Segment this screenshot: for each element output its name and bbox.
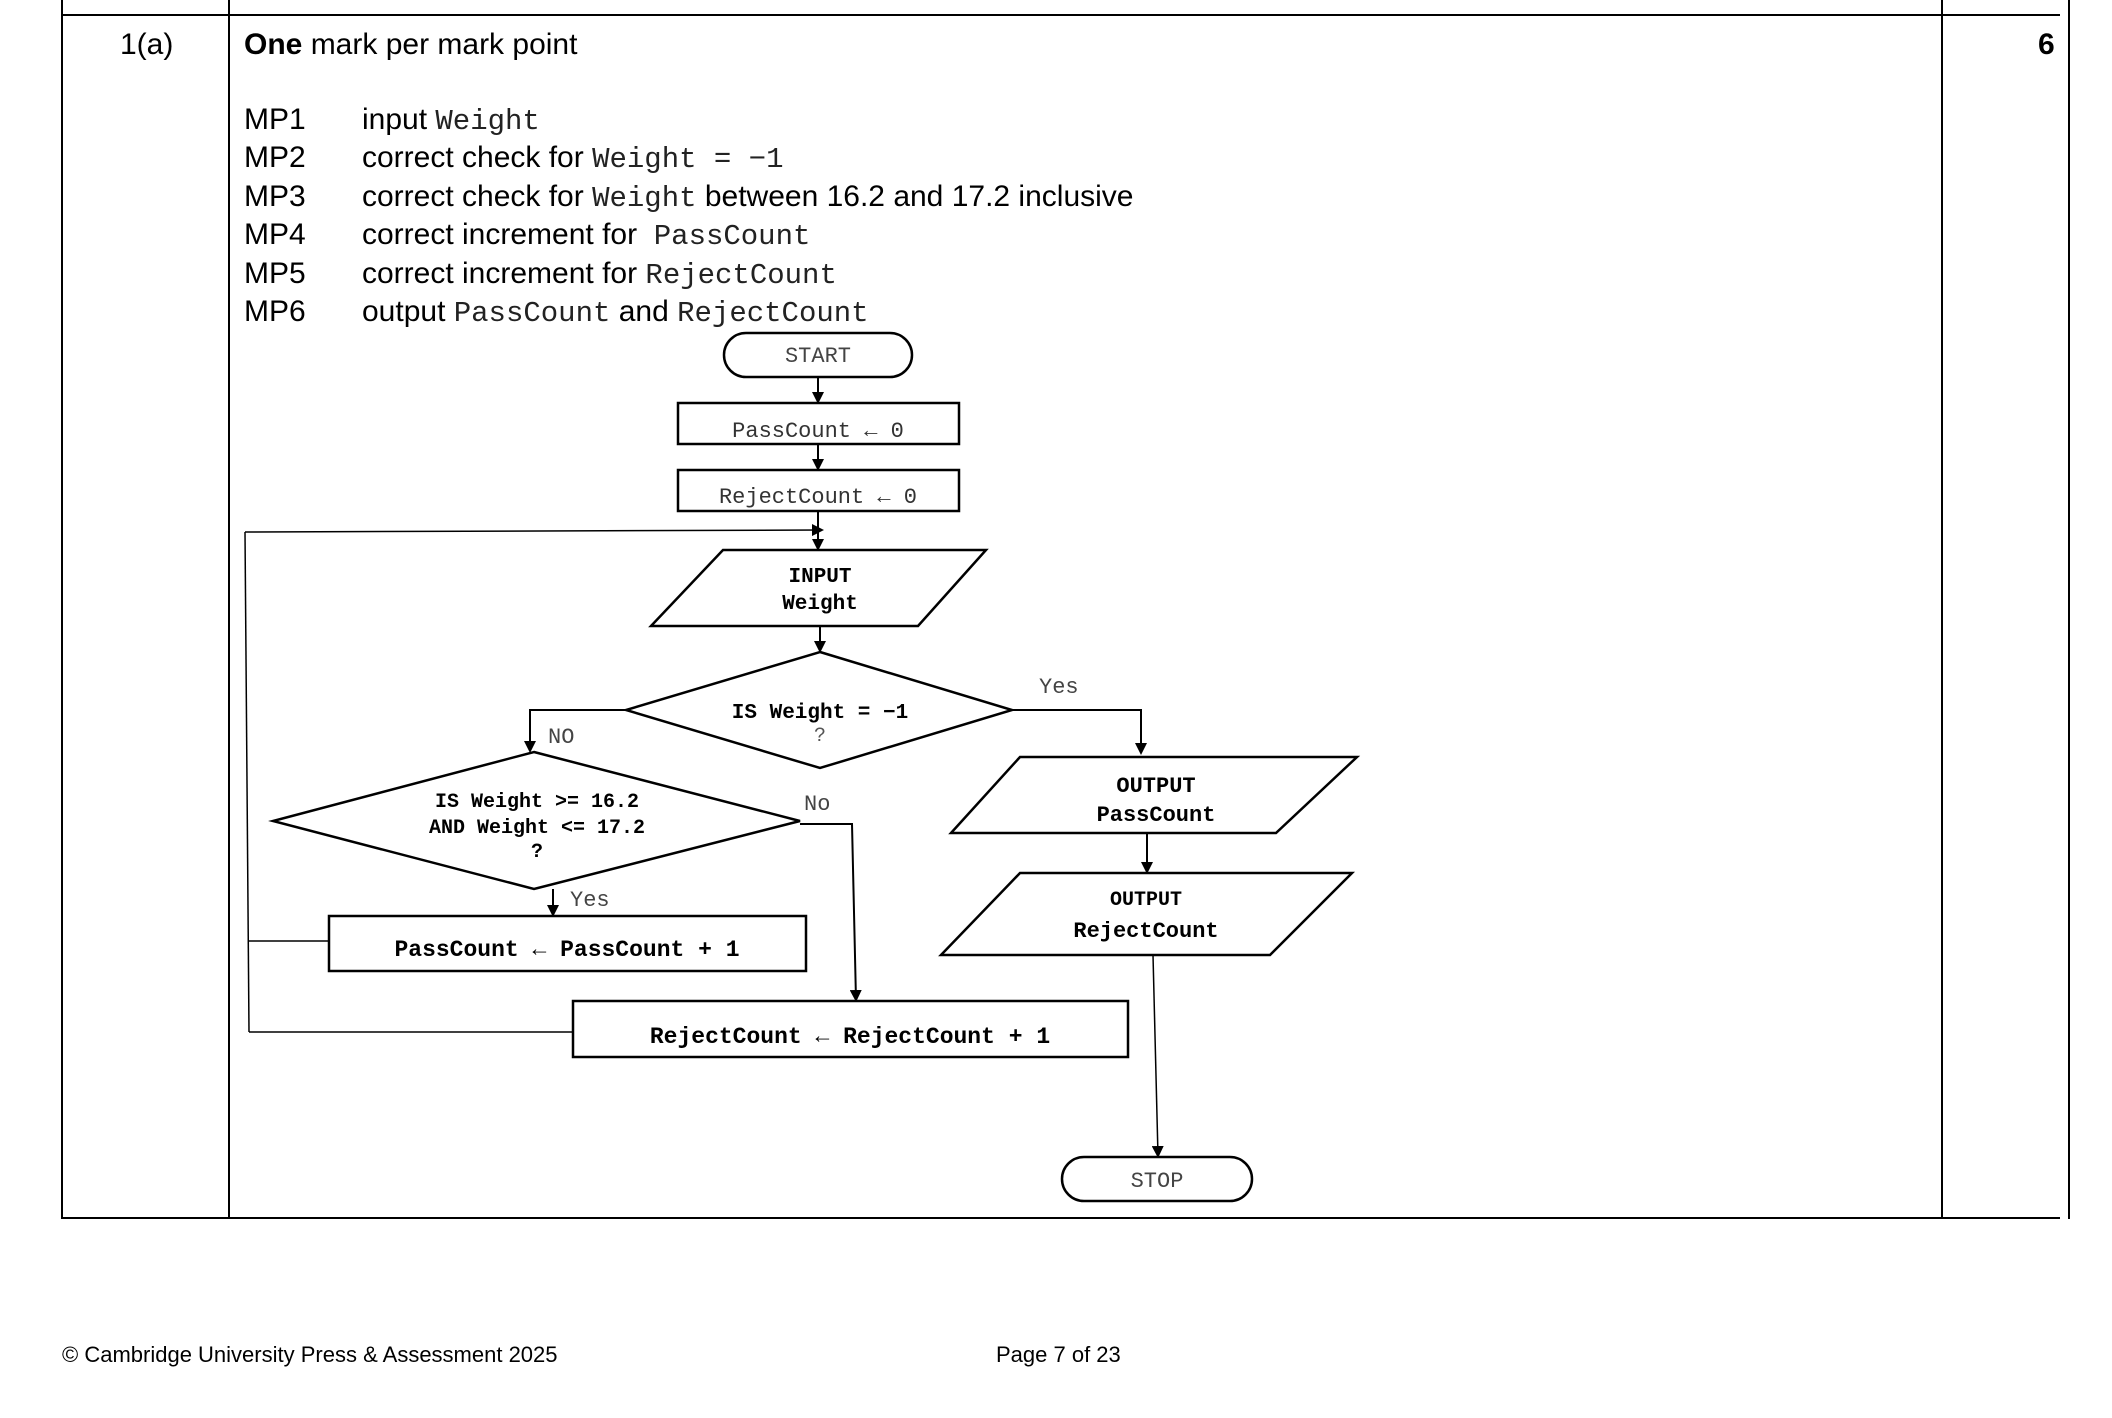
yes-label-1: Yes (1039, 675, 1079, 700)
input-weight-parallelogram (648, 548, 989, 628)
mark-point-label: MP5 (244, 256, 306, 290)
decision2-label-line1: IS Weight >= 16.2 (435, 791, 639, 814)
arrow-decision2-no-to-inc-reject (800, 823, 862, 1002)
init-pass-label: PassCount ← 0 (732, 419, 904, 444)
init-reject-label: RejectCount ← 0 (719, 485, 917, 510)
init-pass-box (676, 401, 961, 446)
intro-rest: mark per mark point (302, 28, 578, 61)
code-term: Weight = −1 (592, 143, 784, 177)
arrow-decision1-no-to-decision2 (524, 709, 626, 753)
arrow-decision1-yes-to-output1 (1012, 709, 1147, 755)
mark-point-phrase: input (362, 103, 436, 136)
arrow-output2-to-stop (1151, 954, 1164, 1158)
loop-back-to-input-arrow (244, 524, 824, 537)
mark-point-phrase: output (362, 295, 454, 328)
output-rejectcount-parallelogram (938, 871, 1356, 957)
mark-point-phrase: between 16.2 and 17.2 inclusive (696, 179, 1134, 213)
mark-point-label: MP4 (244, 218, 306, 252)
init-reject-box (676, 468, 961, 513)
output1-label-line1: OUTPUT (1116, 774, 1195, 799)
code-term: RejectCount (645, 258, 837, 292)
decision1-label-line1: IS Weight = −1 (732, 702, 908, 725)
code-term: Weight (592, 181, 697, 215)
code-term: Weight (435, 105, 540, 138)
mark-point-text: correct increment for PassCount (362, 216, 810, 256)
inc-reject-box (571, 999, 1130, 1059)
table-left-border (61, 0, 63, 1219)
mark-point-text: correct check for Weight = −1 (362, 139, 784, 179)
intro-bold: One (244, 28, 303, 61)
mark-point-phrase: correct increment for (362, 256, 646, 290)
input-label-line2: Weight (782, 593, 858, 616)
code-term: RejectCount (677, 297, 869, 330)
inc-pass-label: PassCount ← PassCount + 1 (394, 937, 739, 963)
mark-point-phrase: correct increment for (362, 218, 654, 252)
table-col-divider-2 (1941, 0, 1943, 1219)
start-label: START (785, 344, 851, 369)
mark-point-label: MP1 (244, 103, 306, 136)
input-label-line1: INPUT (788, 566, 851, 589)
no-label-2: No (804, 792, 830, 817)
yes-label-2: Yes (570, 888, 610, 913)
stop-label: STOP (1131, 1169, 1184, 1194)
output2-label-line1: OUTPUT (1110, 889, 1182, 912)
output-passcount-parallelogram (948, 755, 1361, 835)
inc-reject-label: RejectCount ← RejectCount + 1 (650, 1024, 1050, 1050)
mark-point-text: input Weight (362, 101, 540, 141)
stop-terminal (1060, 1155, 1254, 1203)
mark-point-text: correct increment for RejectCount (362, 255, 837, 295)
table-bottom-border (61, 1217, 2060, 1219)
mark-point-phrase: correct check for (362, 141, 593, 175)
mark-point-label: MP2 (244, 141, 306, 175)
decision2-label-line3: ? (531, 841, 543, 864)
decision-weight-equals-minus-one (621, 650, 1017, 770)
marks-total: 6 (2038, 28, 2055, 61)
inc-pass-box (327, 914, 808, 973)
table-col-divider-1 (228, 0, 230, 1219)
mark-point-phrase: and (610, 295, 678, 328)
decision2-label-line2: AND Weight <= 17.2 (429, 817, 645, 840)
decision1-label-line2: ? (814, 725, 826, 748)
mark-point-text: correct check for Weight between 16.2 an… (362, 178, 1133, 218)
question-number: 1(a) (120, 28, 174, 61)
code-term: PassCount (453, 297, 611, 330)
decision-weight-range (268, 750, 801, 891)
no-label-1: NO (548, 725, 574, 750)
page-number: Page 7 of 23 (996, 1342, 1121, 1367)
mark-point-text: output PassCount and RejectCount (362, 293, 869, 333)
output1-label-line2: PassCount (1097, 803, 1216, 828)
code-term: PassCount (653, 220, 811, 254)
marking-intro: One mark per mark point (244, 28, 577, 62)
copyright-footer: © Cambridge University Press & Assessmen… (62, 1342, 558, 1367)
mark-point-label: MP3 (244, 179, 306, 213)
table-right-border (2068, 0, 2070, 1219)
mark-point-label: MP6 (244, 295, 306, 328)
loop-vertical (244, 531, 250, 1033)
table-top-border (61, 14, 2060, 16)
mark-point-phrase: correct check for (362, 179, 593, 213)
output2-label-line2: RejectCount (1073, 919, 1218, 944)
